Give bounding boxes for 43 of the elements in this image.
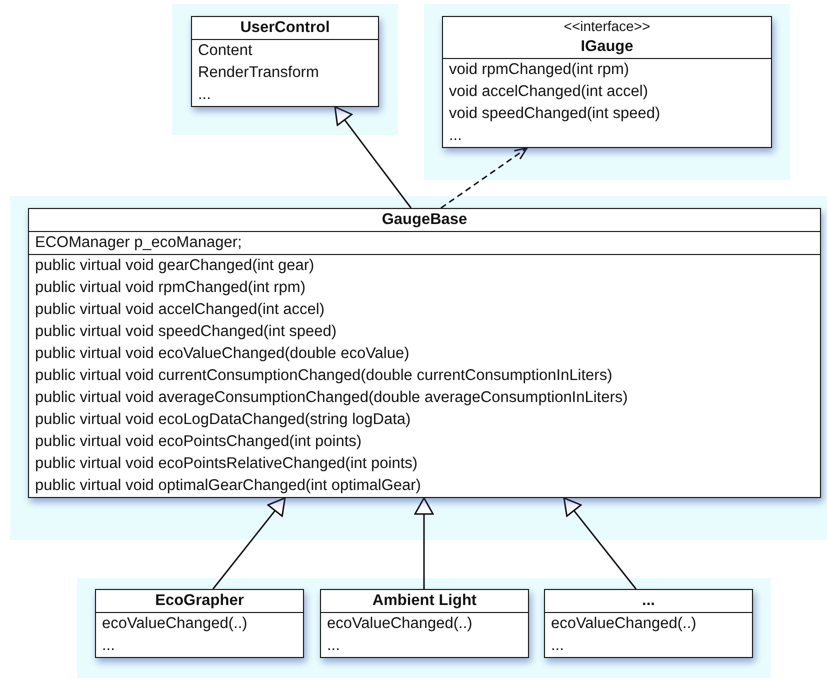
stereotype-text: <<interface>>: [562, 17, 652, 36]
member-text: ...: [102, 636, 116, 656]
class-box: [320, 589, 529, 658]
inheritance-arrow: [212, 497, 286, 590]
class-name: IGauge: [580, 37, 634, 57]
class-box: [95, 589, 304, 658]
member-text: void speedChanged(int speed): [449, 104, 662, 124]
class-name: UserControl: [239, 18, 331, 38]
inheritance-arrow: [414, 497, 434, 589]
member-text: ecoValueChanged(..): [102, 614, 248, 634]
member-text: public virtual void ecoPointsRelativeChanged(int points): [35, 454, 419, 474]
member-text: public virtual void ecoValueChanged(double ecoValue): [35, 344, 410, 364]
member-text: public virtual void rpmChanged(int rpm): [35, 278, 307, 298]
class-name: Ambient Light: [371, 591, 478, 611]
member-text: public virtual void currentConsumptionChanged(double currentConsumptionInLiters): [35, 366, 614, 386]
member-text: ECOManager p_ecoManager;: [35, 233, 243, 253]
inheritance-arrow: [563, 497, 637, 590]
class-name: EcoGrapher: [154, 591, 245, 611]
member-text: public virtual void optimalGearChanged(int optimalGear): [35, 476, 422, 496]
member-text: ...: [198, 85, 212, 105]
member-text: Content: [198, 41, 254, 61]
member-text: void rpmChanged(int rpm): [449, 60, 630, 80]
inheritance-arrow: [334, 106, 412, 208]
class-box: [28, 208, 821, 498]
member-text: public virtual void averageConsumptionChanged(double averageConsumptionInLiters): [35, 388, 629, 408]
class-box: [442, 16, 772, 148]
member-text: ...: [551, 636, 565, 656]
class-name: GaugeBase: [380, 210, 468, 230]
member-text: public virtual void ecoLogDataChanged(string logData): [35, 410, 412, 430]
member-text: RenderTransform: [198, 63, 320, 83]
class-name: ...: [641, 591, 656, 611]
member-text: ...: [327, 636, 341, 656]
member-text: public virtual void accelChanged(int accel): [35, 300, 326, 320]
member-text: void accelChanged(int accel): [449, 82, 650, 102]
member-text: ...: [449, 126, 463, 146]
class-box: [191, 16, 379, 107]
member-text: ecoValueChanged(..): [551, 614, 698, 634]
member-text: ecoValueChanged(..): [327, 614, 474, 634]
class-box: [544, 589, 753, 658]
member-text: public virtual void gearChanged(int gear): [35, 256, 316, 276]
realization-arrow: [440, 147, 528, 209]
member-text: public virtual void ecoPointsChanged(int points): [35, 432, 363, 452]
member-text: public virtual void speedChanged(int speed): [35, 322, 338, 342]
